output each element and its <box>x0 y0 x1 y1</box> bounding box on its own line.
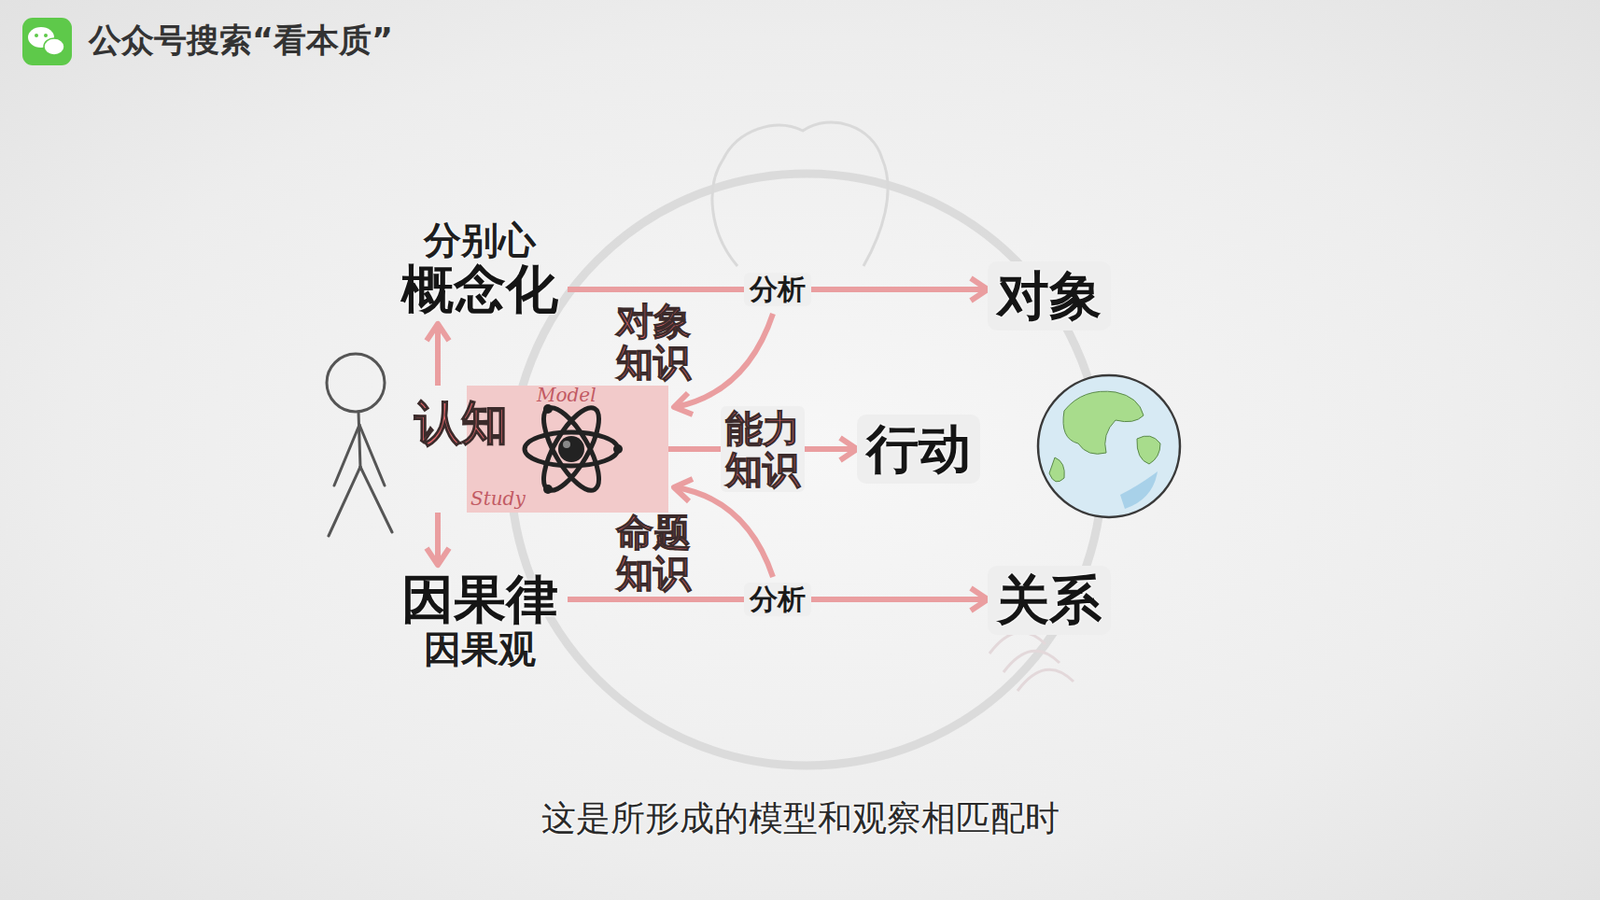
edge-label: 分析 <box>743 272 812 308</box>
relation-node: 关系 <box>987 565 1111 635</box>
node-text: 对象 <box>996 266 1102 325</box>
arrow-head <box>970 588 988 611</box>
arrow-head <box>970 278 988 301</box>
action-node: 行动 <box>856 414 981 484</box>
causality-node: 因果律因果观 <box>392 564 568 675</box>
node-text: 分别心 <box>423 219 536 261</box>
arrow-head <box>840 437 857 461</box>
arrow-head <box>426 547 450 565</box>
knowledge-label: 对象知识 <box>615 300 692 383</box>
subtitle-caption: 这是所形成的模型和观察相匹配时 <box>0 795 1600 843</box>
faint-dna-sketch <box>989 631 1074 691</box>
edge-label: 分析 <box>743 582 812 618</box>
object-node: 对象 <box>987 261 1111 331</box>
knowledge-label: 命题知识 <box>615 511 692 594</box>
handwritten-note: Model <box>536 383 597 407</box>
node-text: 行动 <box>866 420 971 478</box>
node-text: 概念化 <box>401 260 559 319</box>
channel-watermark: 公众号搜索“看本质” <box>88 18 393 63</box>
handwritten-note: Study <box>470 487 526 510</box>
arrow-head <box>426 323 450 341</box>
connector-line <box>435 323 441 386</box>
edge-label: 能力知识 <box>720 406 805 492</box>
concept-node: 分别心概念化 <box>392 213 568 324</box>
arrow-connector <box>426 323 450 386</box>
node-text: 关系 <box>996 571 1102 630</box>
faint-head-sketch <box>712 122 888 267</box>
earth-globe <box>1038 375 1180 518</box>
node-text: 认知 <box>414 397 462 450</box>
node-text: 因果观 <box>423 628 536 670</box>
stick-figure <box>326 353 393 536</box>
node-text: 因果律 <box>401 570 559 629</box>
wechat-icon <box>22 17 72 66</box>
arrow-connector <box>426 512 450 565</box>
